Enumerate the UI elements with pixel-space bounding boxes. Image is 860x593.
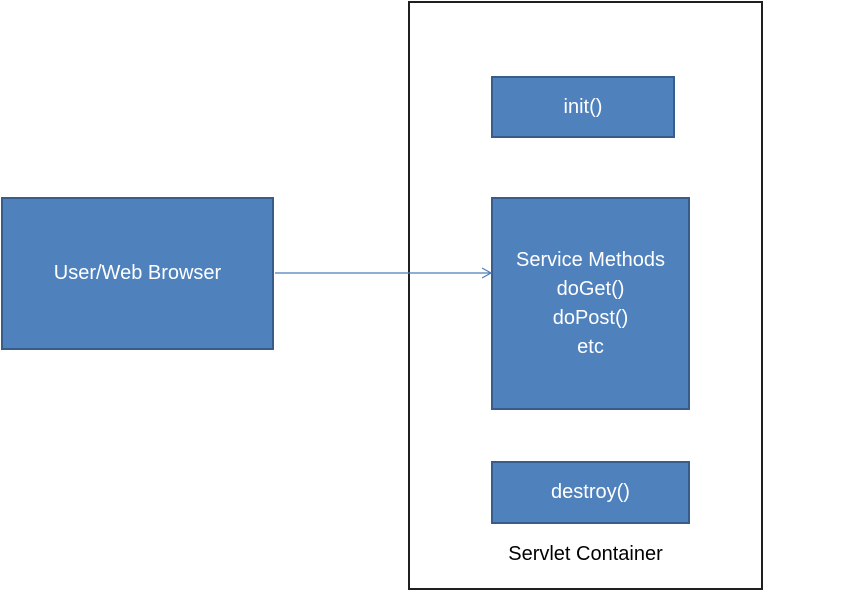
service-methods-title: Service Methods — [516, 249, 665, 271]
etc-label: etc — [577, 336, 604, 358]
destroy-method-box: destroy() — [491, 461, 690, 524]
user-web-browser-box: User/Web Browser — [1, 197, 274, 350]
destroy-method-label: destroy() — [551, 481, 630, 503]
dopost-method-label: doPost() — [552, 307, 629, 329]
doget-method-label: doGet() — [556, 278, 625, 300]
init-method-box: init() — [491, 76, 675, 138]
servlet-container-label: Servlet Container — [508, 543, 663, 565]
service-methods-box: Service Methods doGet() doPost() etc — [491, 197, 690, 410]
user-web-browser-label: User/Web Browser — [53, 262, 222, 284]
init-method-label: init() — [563, 95, 603, 118]
